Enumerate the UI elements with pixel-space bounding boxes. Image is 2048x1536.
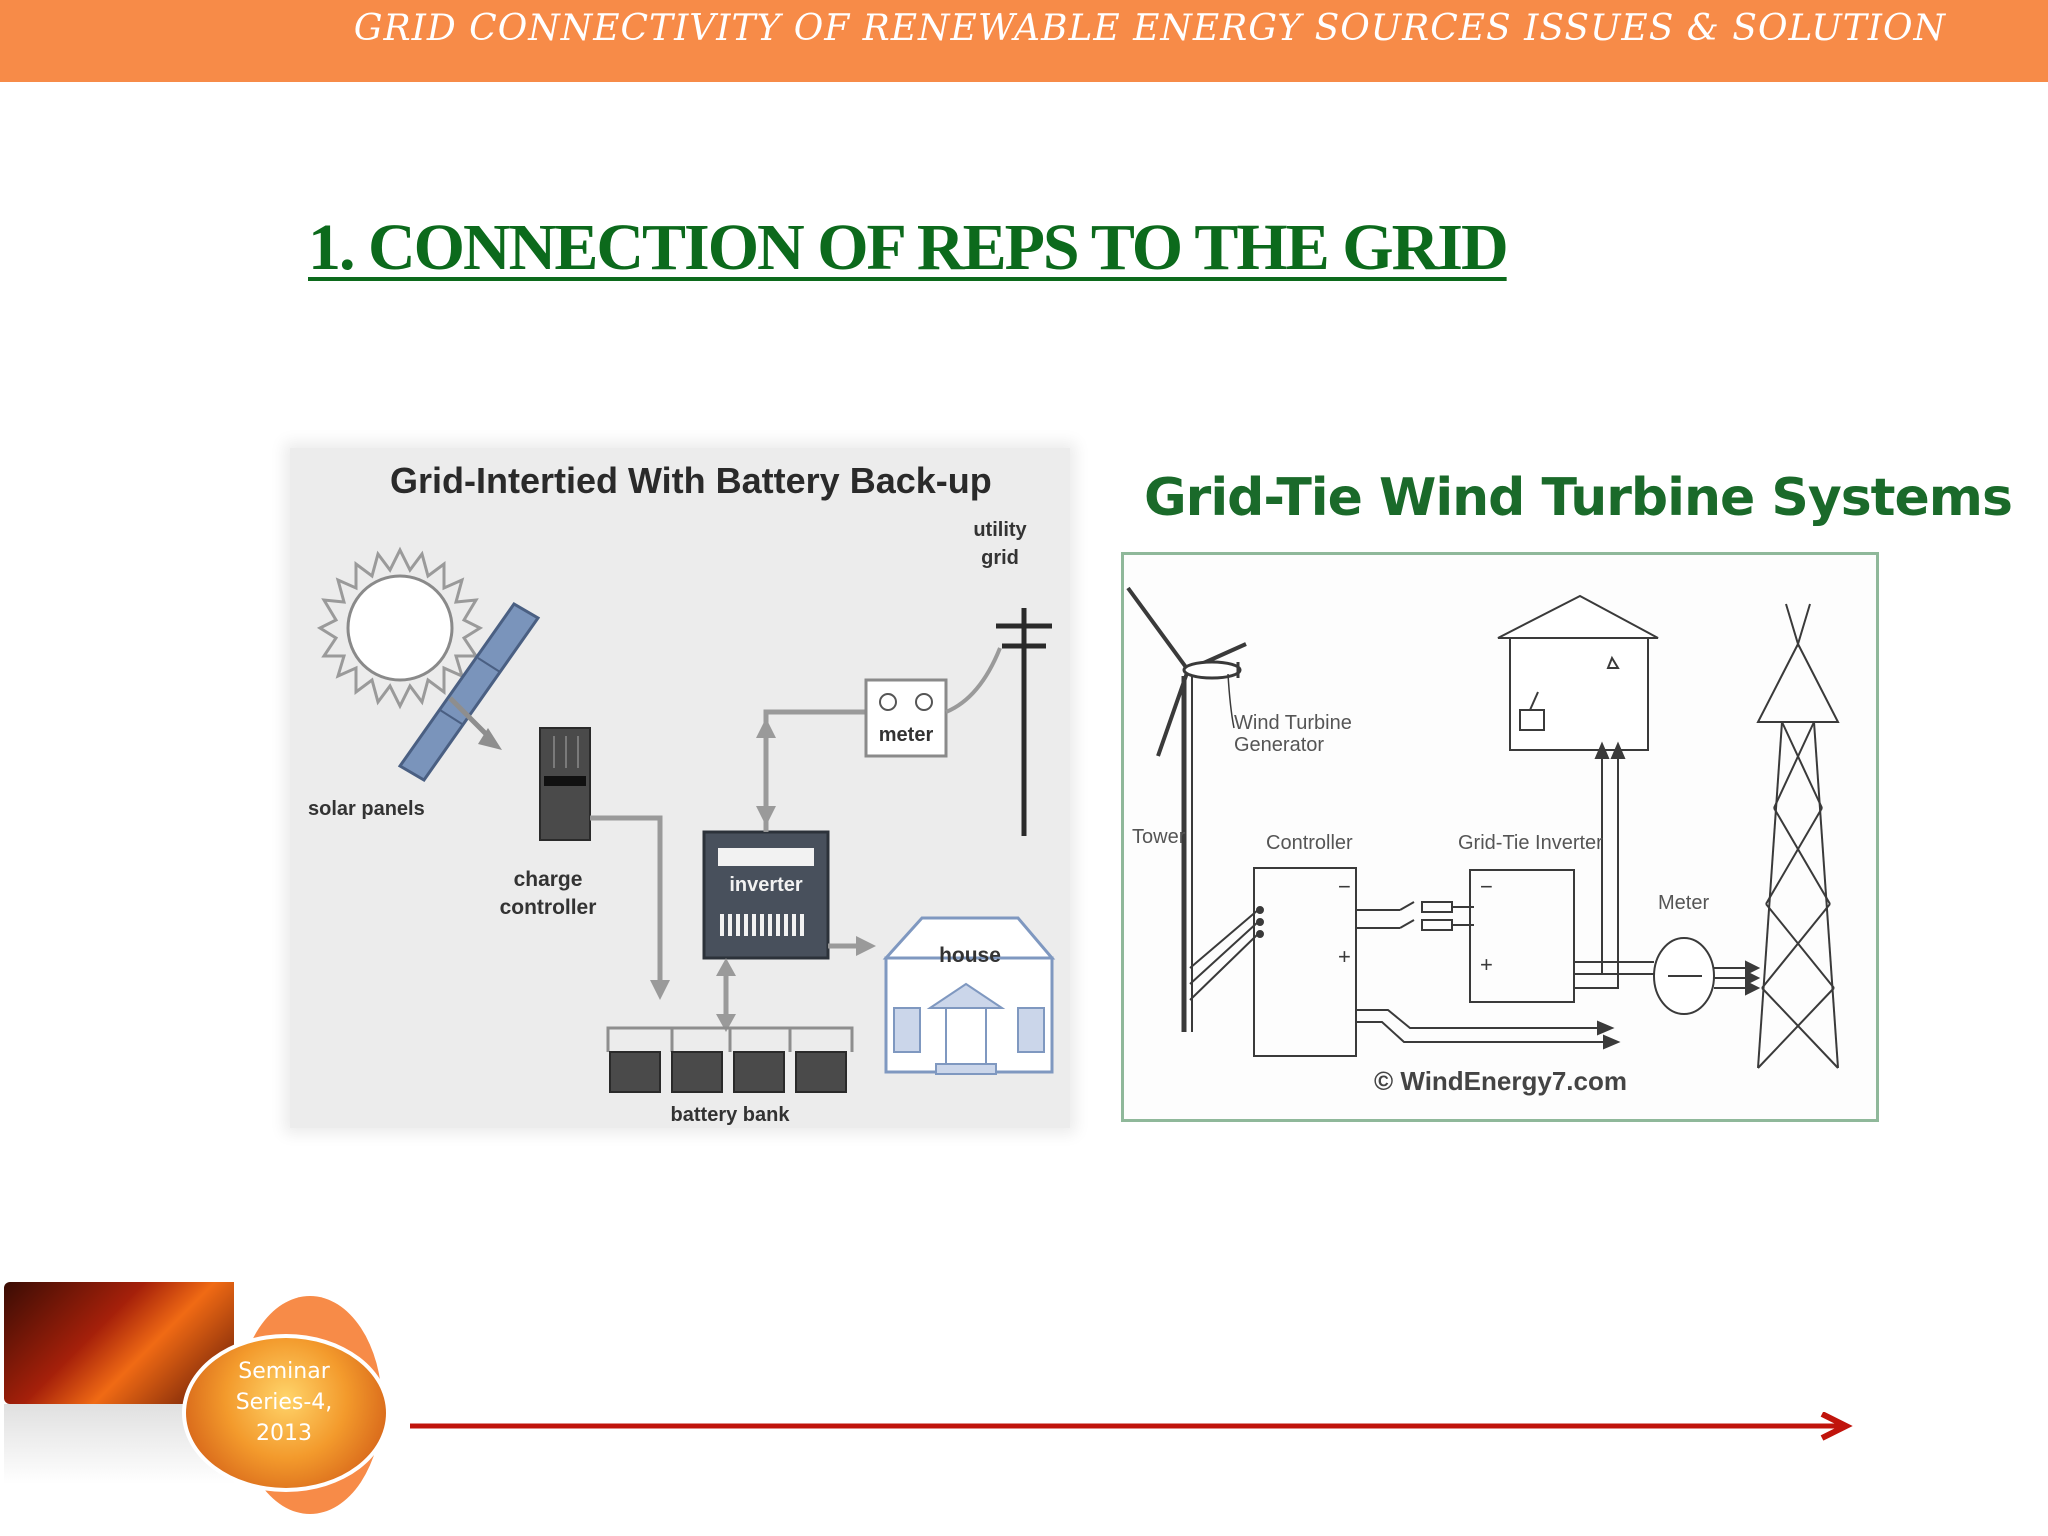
wind-turbine-icon [1126,586,1247,1032]
copyright-label: © WindEnergy7.com [1374,1066,1627,1096]
grid-tie-inverter-icon: − + [1469,869,1575,1003]
seminar-badge [182,1334,390,1492]
tower-label: Tower [1132,826,1186,848]
utility-pole-icon [996,608,1052,836]
solar-panel-icon [397,602,541,782]
utility-grid-label: utility grid [973,519,1027,569]
meter-label: meter [878,724,934,746]
sun-icon [316,546,484,710]
timeline-arrow [410,1412,1853,1441]
svg-text:+: + [1338,944,1351,969]
solar-diagram: Grid-Intertied With Battery Back-up [290,448,1070,1128]
seminar-badge-text: Seminar Series-4, 2013 [235,1359,333,1446]
wind-diagram-graphic: − + − + [1126,586,1840,1069]
battery-bank-label: battery bank [670,1104,790,1126]
house-icon [1497,594,1659,751]
meter-icon [864,678,948,758]
house-label: house [939,944,1001,967]
slide-title: 1. CONNECTION OF REPS TO THE GRID [308,211,1509,284]
header-title: GRID CONNECTIVITY OF RENEWABLE ENERGY SO… [353,8,1946,49]
meter-label: Meter [1658,892,1710,914]
solar-diagram-graphic [316,546,1056,1093]
controller-icon: − + [1253,867,1357,1057]
inverter-label: inverter [729,874,803,896]
svg-text:−: − [1338,874,1351,899]
header-bar [0,0,2048,82]
svg-text:+: + [1480,952,1493,977]
svg-text:−: − [1480,874,1493,899]
transmission-tower-icon [1756,603,1840,1069]
meter-icon [1653,937,1715,1015]
wind-diagram-title: Grid-Tie Wind Turbine Systems [1144,468,2013,528]
charge-controller-label: charge controller [499,868,597,919]
inverter-icon [702,830,830,960]
controller-label: Controller [1266,832,1353,854]
grid-tie-inverter-label: Grid-Tie Inverter [1458,832,1603,854]
wind-turbine-generator-label: Wind Turbine Generator [1234,712,1352,756]
battery-bank-icon [609,1051,847,1093]
house-icon [882,916,1056,1075]
charge-controller-icon [539,727,591,841]
solar-panels-label: solar panels [308,798,425,820]
solar-diagram-title: Grid-Intertied With Battery Back-up [390,460,992,501]
wind-diagram: Grid-Tie Wind Turbine Systems − + [1118,448,2013,1128]
